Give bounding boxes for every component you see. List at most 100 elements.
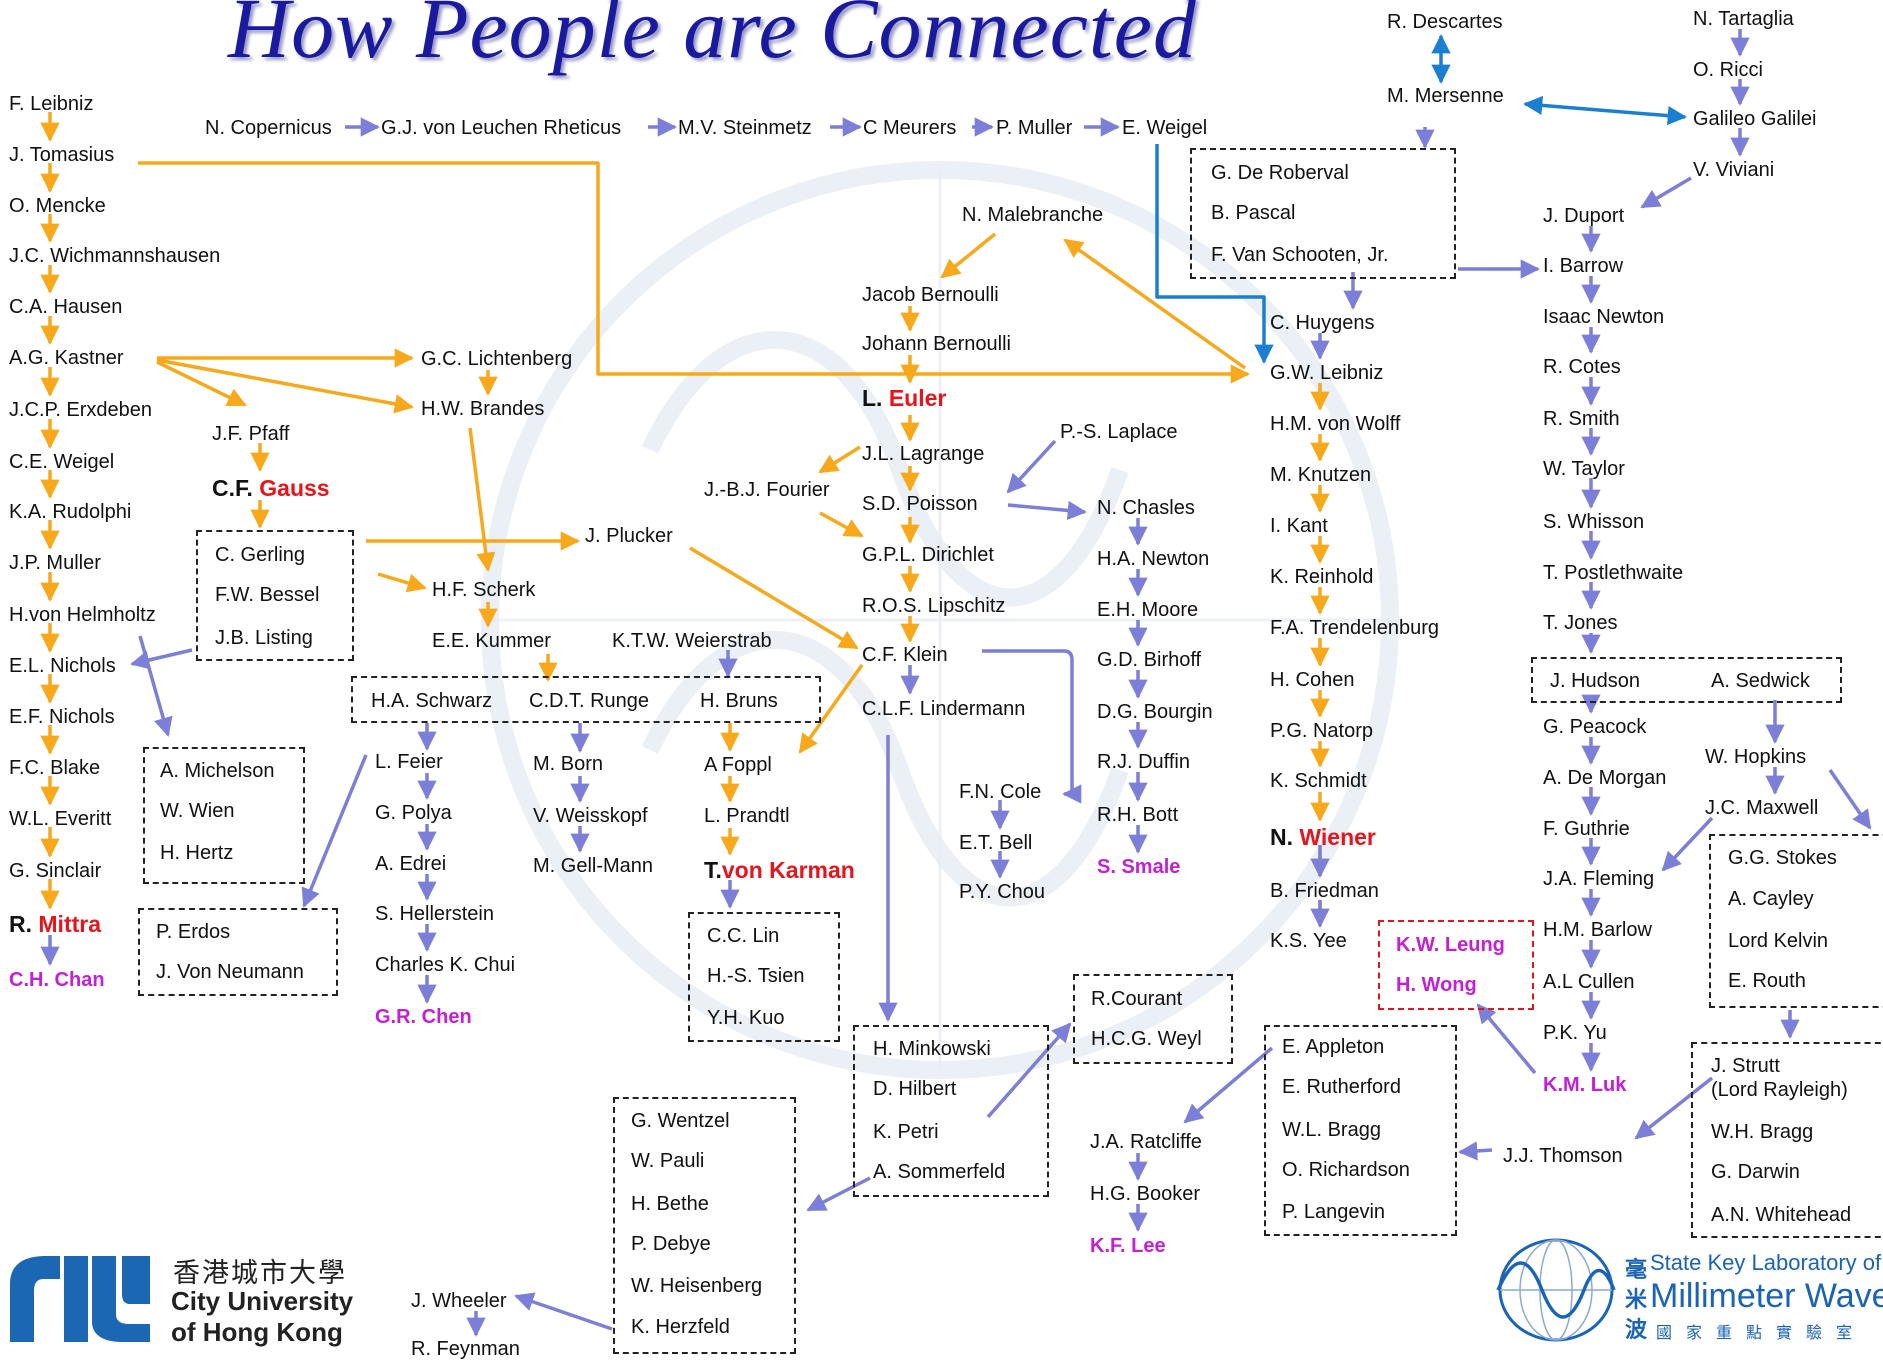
node-luk: K.M. Luk bbox=[1543, 1074, 1627, 1096]
node-chou: P.Y. Chou bbox=[959, 881, 1046, 903]
node-wentzel: G. Wentzel bbox=[631, 1110, 730, 1132]
group-box-minkowski bbox=[853, 1025, 1049, 1197]
node-poisson: S.D. Poisson bbox=[862, 493, 978, 515]
node-hudson: J. Hudson bbox=[1550, 670, 1641, 692]
node-mersenne: M. Mersenne bbox=[1387, 85, 1504, 107]
node-copernicus: N. Copernicus bbox=[205, 117, 332, 139]
node-rheticus: G.J. von Leuchen Rheticus bbox=[381, 117, 622, 139]
node-leibniz-gw: G.W. Leibniz bbox=[1270, 362, 1384, 384]
node-wiener: N. Wiener bbox=[1270, 826, 1376, 849]
node-tartaglia: N. Tartaglia bbox=[1693, 8, 1794, 30]
skl-zh-char-1: 毫 bbox=[1625, 1257, 1648, 1282]
connection-arrow-64 bbox=[982, 649, 1082, 804]
connection-arrow-88 bbox=[1155, 144, 1274, 364]
node-minkowski: H. Minkowski bbox=[873, 1038, 991, 1060]
connection-arrow-129 bbox=[1661, 816, 1714, 872]
node-johann-bernoulli: Johann Bernoulli bbox=[862, 333, 1011, 355]
node-rutherford: E. Rutherford bbox=[1282, 1076, 1401, 1098]
node-lin: C.C. Lin bbox=[707, 925, 780, 947]
millimeter-wave-logo-icon bbox=[1496, 1238, 1616, 1342]
node-roberval: G. De Roberval bbox=[1211, 162, 1349, 184]
node-yu: P.K. Yu bbox=[1543, 1022, 1607, 1044]
node-lipschitz: R.O.S. Lipschitz bbox=[862, 595, 1006, 617]
node-prandtl: L. Prandtl bbox=[704, 805, 790, 827]
connection-arrow-78 bbox=[986, 1022, 1072, 1119]
skl-zh-char-3: 波 bbox=[1625, 1317, 1648, 1342]
node-hausen: C.A. Hausen bbox=[9, 296, 123, 318]
node-chui: Charles K. Chui bbox=[375, 954, 516, 976]
node-isaac-newton: Isaac Newton bbox=[1543, 306, 1665, 328]
connection-arrow-29 bbox=[468, 427, 496, 572]
node-stokes: G.G. Stokes bbox=[1728, 847, 1837, 869]
node-richardson: O. Richardson bbox=[1282, 1159, 1410, 1181]
node-lee-kf: K.F. Lee bbox=[1090, 1235, 1166, 1257]
node-maxwell: J.C. Maxwell bbox=[1705, 797, 1819, 819]
gauss-name: Gauss bbox=[259, 475, 330, 501]
group-box-erdos bbox=[138, 908, 338, 996]
connection-arrow-128 bbox=[1828, 769, 1872, 830]
node-routh: E. Routh bbox=[1728, 970, 1806, 992]
node-trendelenburg: F.A. Trendelenburg bbox=[1270, 617, 1439, 639]
node-klein: C.F. Klein bbox=[862, 644, 948, 666]
connection-arrow-24 bbox=[156, 358, 414, 414]
node-ratcliffe: J.A. Ratcliffe bbox=[1090, 1131, 1202, 1153]
skl-name-line1: State Key Laboratory of bbox=[1650, 1250, 1882, 1275]
node-pascal: B. Pascal bbox=[1211, 202, 1296, 224]
node-petri: K. Petri bbox=[873, 1121, 939, 1143]
connection-arrow-37 bbox=[301, 754, 368, 908]
connection-arrow-68 bbox=[1006, 439, 1057, 494]
node-gellmann: M. Gell-Mann bbox=[533, 855, 654, 877]
node-peacock: G. Peacock bbox=[1543, 716, 1647, 738]
node-booker: H.G. Booker bbox=[1090, 1183, 1201, 1205]
cityu-logo-icon bbox=[4, 1240, 154, 1352]
node-michelson: A. Michelson bbox=[160, 760, 275, 782]
cityu-english-name-1: City University bbox=[171, 1286, 354, 1316]
connection-arrow-83 bbox=[514, 1292, 613, 1331]
karman-name: von Karman bbox=[721, 857, 855, 883]
group-box-gauss-students bbox=[196, 530, 354, 661]
node-debye: P. Debye bbox=[631, 1233, 711, 1255]
node-bragg-wh: W.H. Bragg bbox=[1711, 1121, 1814, 1143]
node-morgan: A. De Morgan bbox=[1543, 767, 1667, 789]
node-euler: L. Euler bbox=[862, 387, 946, 410]
node-moore: E.H. Moore bbox=[1097, 599, 1199, 621]
node-strutt-rayleigh: (Lord Rayleigh) bbox=[1711, 1079, 1848, 1101]
node-whisson: S. Whisson bbox=[1543, 511, 1645, 533]
node-erdos: P. Erdos bbox=[156, 921, 231, 943]
mittra-prefix: R. bbox=[9, 911, 39, 937]
node-cayley: A. Cayley bbox=[1728, 888, 1814, 910]
connection-arrow-36 bbox=[130, 648, 193, 670]
connection-arrow-108 bbox=[1640, 176, 1692, 209]
node-bourgin: D.G. Bourgin bbox=[1097, 701, 1213, 723]
node-brandes: H.W. Brandes bbox=[421, 398, 545, 420]
node-wichmannshausen: J.C. Wichmannshausen bbox=[9, 245, 221, 267]
node-duport: J. Duport bbox=[1543, 205, 1625, 227]
node-weigel-e: E. Weigel bbox=[1122, 117, 1208, 139]
node-kastner: A.G. Kastner bbox=[9, 347, 124, 369]
node-fleming: J.A. Fleming bbox=[1543, 868, 1655, 890]
node-postlethwaite: T. Postlethwaite bbox=[1543, 562, 1684, 584]
group-box-strutt bbox=[1691, 1042, 1883, 1238]
node-muller-p: P. Muller bbox=[996, 117, 1073, 139]
node-kuo: Y.H. Kuo bbox=[707, 1007, 785, 1029]
node-appleton: E. Appleton bbox=[1282, 1036, 1385, 1058]
node-pfaff: J.F. Pfaff bbox=[212, 423, 290, 445]
gauss-prefix: C.F. bbox=[212, 475, 260, 501]
euler-name: Euler bbox=[888, 385, 947, 411]
connection-arrow-131 bbox=[1634, 1076, 1714, 1140]
connection-arrow-69 bbox=[1007, 500, 1087, 521]
node-ricci: O. Ricci bbox=[1693, 59, 1763, 81]
skl-name-line3: 國家重點實驗室 bbox=[1656, 1325, 1867, 1342]
wiener-prefix: N. bbox=[1270, 824, 1300, 850]
node-cohen: H. Cohen bbox=[1270, 669, 1355, 691]
connection-arrow-53 bbox=[940, 232, 997, 279]
node-mittra: R. Mittra bbox=[9, 913, 101, 936]
mittra-name: Mittra bbox=[38, 911, 102, 937]
node-bott: R.H. Bott bbox=[1097, 804, 1179, 826]
skl-zh-char-2: 米 bbox=[1625, 1287, 1648, 1312]
group-box-roberval bbox=[1190, 148, 1456, 279]
node-smith: R. Smith bbox=[1543, 408, 1620, 430]
group-box-leung bbox=[1378, 920, 1534, 1010]
node-courant: R.Courant bbox=[1091, 988, 1183, 1010]
node-bethe: H. Bethe bbox=[631, 1193, 709, 1215]
